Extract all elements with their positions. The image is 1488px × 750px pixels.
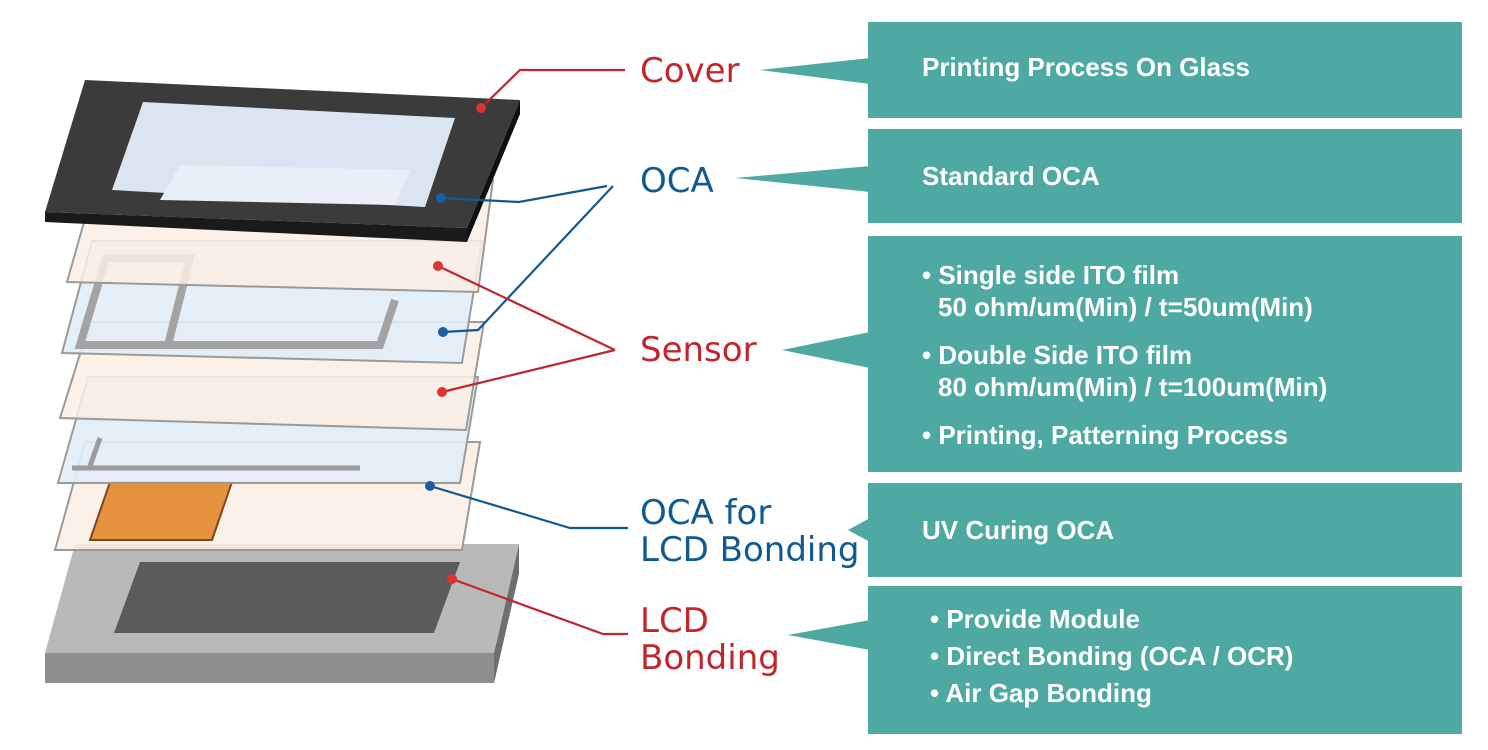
leader-lines <box>429 68 628 636</box>
lcd-dot <box>447 574 457 584</box>
oca-lcd-dot <box>425 481 435 491</box>
panel-pointers <box>735 58 870 650</box>
oca-dot-2 <box>438 327 448 337</box>
oca-lcd-panel-text: UV Curing OCA <box>922 515 1115 545</box>
sensor-panel-item: • Double Side ITO film <box>922 340 1193 370</box>
oca-lcd-label-line1: OCA for <box>640 493 772 533</box>
oca-label: OCA <box>640 161 714 201</box>
sensor-dot-1 <box>433 261 443 271</box>
oca-lcd-label-line2: LCD Bonding <box>640 530 860 570</box>
sensor-panel-item: • Printing, Patterning Process <box>922 420 1288 450</box>
lcd-panel-item: • Air Gap Bonding <box>930 678 1152 708</box>
lcd-label-line2: Bonding <box>640 638 780 678</box>
sensor-panel: • Single side ITO film 50 ohm/um(Min) / … <box>868 236 1462 472</box>
lcd-layer <box>45 544 519 683</box>
sensor-panel-item: 80 ohm/um(Min) / t=100um(Min) <box>938 372 1328 402</box>
leader-dots <box>425 103 486 584</box>
lcd-panel-item: • Provide Module <box>930 604 1140 634</box>
sensor-dot-2 <box>437 387 447 397</box>
cover-glass <box>45 80 520 242</box>
cover-label: Cover <box>640 51 740 91</box>
sensor-label: Sensor <box>640 330 757 370</box>
lcd-panel: • Provide Module • Direct Bonding (OCA /… <box>868 586 1462 734</box>
cover-dot <box>476 103 486 113</box>
oca-dot-1 <box>436 193 446 203</box>
oca-panel: Standard OCA <box>868 129 1462 223</box>
cover-panel: Printing Process On Glass <box>868 22 1462 118</box>
oca-panel-text: Standard OCA <box>922 161 1100 191</box>
sensor-panel-item: 50 ohm/um(Min) / t=50um(Min) <box>938 292 1313 322</box>
oca-lcd-panel: UV Curing OCA <box>868 483 1462 577</box>
sensor-panel-item: • Single side ITO film <box>922 260 1180 290</box>
lcd-panel-item: • Direct Bonding (OCA / OCR) <box>930 641 1294 671</box>
cover-panel-text: Printing Process On Glass <box>922 52 1250 82</box>
lcd-label-line1: LCD <box>640 601 709 641</box>
